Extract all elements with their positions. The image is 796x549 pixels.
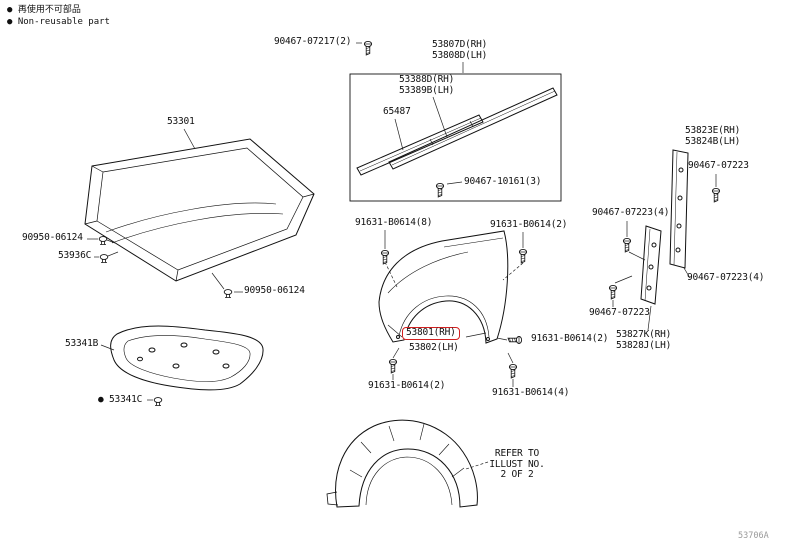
bolt-icon — [622, 237, 632, 253]
bolt-icon — [518, 248, 528, 264]
part-label-90950-06124-b[interactable]: 90950-06124 — [244, 285, 305, 296]
clip-icon — [99, 254, 109, 263]
part-label-53801-highlighted[interactable]: 53801(RH) — [402, 327, 460, 340]
drawing-code: 53706A — [738, 531, 769, 541]
part-label-53807d-53808d[interactable]: 53807D(RH) 53808D(LH) — [432, 39, 488, 61]
fender-liner-drawing — [326, 419, 478, 508]
bolt-icon — [380, 249, 390, 265]
refer-note: REFER TO ILLUST NO. 2 OF 2 — [489, 448, 545, 480]
hood-moulding-drawing — [349, 73, 562, 202]
bolt-icon — [508, 363, 518, 379]
fender-bracket-drawing — [640, 225, 662, 305]
front-fender-drawing — [378, 230, 509, 344]
part-label-90467-07223-b[interactable]: 90467-07223 — [589, 307, 650, 318]
part-label-90467-07217[interactable]: 90467-07217(2) — [274, 36, 352, 47]
part-label-53823e-53824b[interactable]: 53823E(RH) 53824B(LH) — [685, 125, 741, 147]
part-label-91631-b0614-2a[interactable]: 91631-B0614(2) — [490, 219, 568, 230]
clip-icon — [98, 236, 108, 245]
part-label-65487[interactable]: 65487 — [383, 106, 411, 117]
clip-icon — [223, 289, 233, 298]
leader-lines — [87, 42, 717, 470]
part-label-91631-b0614-2c[interactable]: 91631-B0614(2) — [368, 380, 446, 391]
bolt-icon — [507, 335, 523, 345]
bolt-icon — [363, 40, 373, 56]
bolt-icon — [711, 187, 721, 203]
part-label-53802[interactable]: 53802(LH) — [409, 342, 459, 354]
part-label-53936c[interactable]: 53936C — [58, 250, 92, 261]
part-label-91631-b0614-2b[interactable]: 91631-B0614(2) — [531, 333, 609, 344]
part-label-90950-06124-a[interactable]: 90950-06124 — [22, 232, 83, 243]
part-label-53827k-53828j[interactable]: 53827K(RH) 53828J(LH) — [616, 329, 672, 351]
legend-japanese: ● 再使用不可部品 — [7, 5, 81, 15]
hood-insulator-drawing — [110, 325, 264, 391]
part-label-90467-07223-a[interactable]: 90467-07223 — [688, 160, 749, 171]
part-label-53388d-53389b[interactable]: 53388D(RH) 53389B(LH) — [399, 74, 455, 96]
hood-panel-drawing — [84, 138, 315, 282]
part-label-91631-b0614-4[interactable]: 91631-B0614(4) — [492, 387, 570, 398]
clip-icon — [153, 397, 163, 406]
bolt-icon — [608, 284, 618, 300]
part-label-90467-10161[interactable]: 90467-10161(3) — [464, 176, 542, 187]
bolt-icon — [435, 182, 445, 198]
cowl-side-bracket-drawing — [669, 149, 689, 269]
part-label-90467-07223-4a[interactable]: 90467-07223(4) — [592, 207, 670, 218]
legend-english: ● Non-reusable part — [7, 17, 110, 27]
part-label-53341b[interactable]: 53341B — [65, 338, 99, 349]
part-label-91631-b0614-8[interactable]: 91631-B0614(8) — [355, 217, 433, 228]
part-label-53341c[interactable]: ● 53341C — [98, 394, 143, 405]
part-label-90467-07223-4b[interactable]: 90467-07223(4) — [687, 272, 765, 283]
part-label-53301[interactable]: 53301 — [167, 116, 195, 127]
bolt-icon — [388, 358, 398, 374]
